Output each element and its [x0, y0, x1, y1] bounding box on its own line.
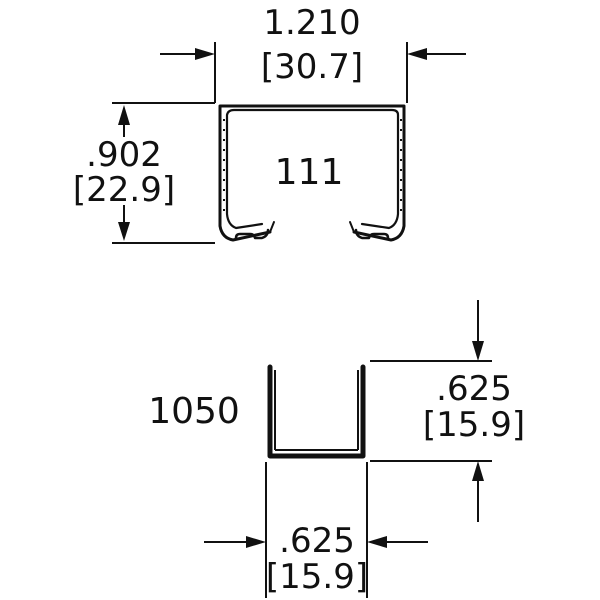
1050-height-arrowhead-top: [472, 341, 484, 361]
1050-width-arrowhead-right: [367, 536, 387, 548]
profile-1050-part-number: 1050: [148, 391, 240, 432]
height-arrowhead-top: [118, 105, 130, 125]
profile-111-height-mm: [22.9]: [73, 170, 175, 210]
profile-111-left-lip: [234, 228, 270, 240]
profile-111: 111 1.210 [30.7] .902 [22.9]: [73, 3, 466, 244]
profile-111-part-number: 111: [275, 152, 344, 193]
profile-111-right-lip: [354, 228, 390, 240]
profile-1050-height-inches: .625: [436, 369, 512, 409]
profile-1050-height-dimension: .625 [15.9]: [370, 300, 525, 522]
profile-1050: 1050 .625 [15.9] .625 [15.9]: [148, 300, 525, 598]
profile-1050-width-mm: [15.9]: [266, 557, 368, 597]
profile-111-lip-ends: [269, 221, 355, 233]
1050-height-arrowhead-bottom: [472, 461, 484, 481]
profile-111-width-mm: [30.7]: [261, 47, 363, 87]
width-arrowhead-right: [407, 48, 427, 60]
profile-111-width-dimension: 1.210 [30.7]: [160, 3, 466, 103]
profile-1050-height-mm: [15.9]: [423, 405, 525, 445]
height-arrowhead-bottom: [118, 222, 130, 241]
profile-111-inner-wall: [225, 108, 400, 230]
width-arrowhead-left: [195, 48, 215, 60]
profile-111-width-inches: 1.210: [263, 3, 360, 43]
profile-1050-width-dimension: .625 [15.9]: [204, 462, 428, 598]
profile-111-right-ribs: [400, 119, 402, 211]
profile-1050-outline: [267, 364, 366, 459]
profile-111-left-ribs: [223, 119, 225, 211]
1050-width-arrowhead-left: [246, 536, 266, 548]
profile-1050-width-inches: .625: [279, 521, 355, 561]
profile-111-outline: [218, 104, 406, 242]
profile-111-height-inches: .902: [86, 135, 162, 175]
profile-111-height-dimension: .902 [22.9]: [73, 102, 215, 244]
